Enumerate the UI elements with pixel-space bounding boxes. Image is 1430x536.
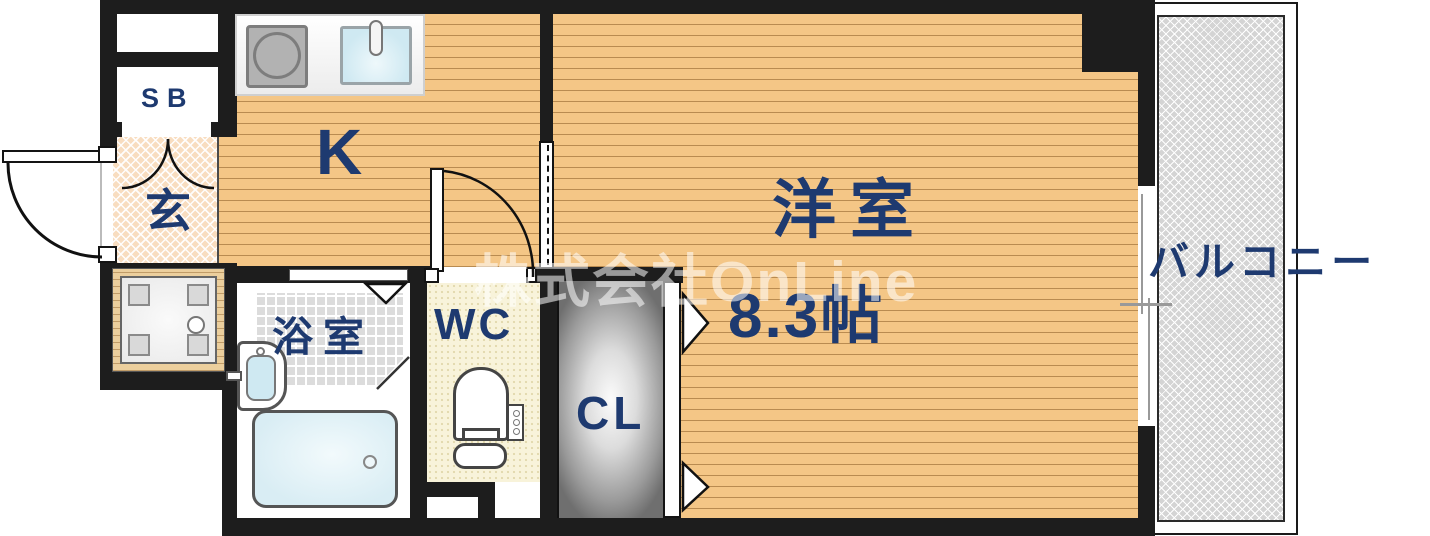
- wc-door-post-left: [424, 268, 439, 283]
- wc-label: WC: [434, 300, 514, 349]
- entrance-step-line: [217, 137, 219, 267]
- entrance-door-swing-arc: [6, 162, 103, 259]
- drain-icon: [187, 316, 205, 334]
- closet-fold-marker-bottom: [681, 460, 710, 513]
- panel-dot: [513, 428, 520, 435]
- pan-foot: [187, 334, 209, 356]
- wall-sb-right: [218, 0, 237, 137]
- wall-kitchen-room-divider: [540, 13, 553, 143]
- entrance-opening-line: [100, 163, 102, 246]
- entrance-door-post-top: [98, 146, 117, 163]
- closet-interior: [557, 281, 663, 518]
- western-room-label: 洋室: [772, 174, 928, 246]
- faucet-icon: [369, 20, 383, 56]
- watermark: 株式会社OnLine: [474, 250, 919, 314]
- wall-below-wc: [425, 482, 495, 497]
- bathroom-corner-line: [376, 356, 410, 390]
- sb-door-post-right: [211, 122, 221, 137]
- toilet-tank-icon: [453, 443, 507, 469]
- sb-door-post-left: [113, 122, 122, 137]
- balcony-label: バルコニー: [1148, 239, 1378, 285]
- shoebox-door-arc-left: [121, 138, 170, 190]
- closet-folding-door: [663, 281, 681, 518]
- wall-wc-right: [540, 283, 557, 520]
- sliding-partition-track: [546, 145, 549, 265]
- bathroom-tile-area: [255, 293, 403, 387]
- entrance-door-post-bottom: [98, 246, 117, 263]
- bathroom-door-marker: [362, 282, 409, 305]
- window-pane-line: [1148, 298, 1150, 420]
- shoebox-door-arc-right: [166, 138, 215, 190]
- wc-door-swing-arc: [443, 169, 535, 278]
- wall-bath-left: [222, 283, 237, 518]
- shoebox-label: SB: [141, 83, 195, 113]
- western-room-size-label: 8.3帖: [728, 282, 885, 351]
- wc-door-post-right: [526, 267, 537, 283]
- bathtub-drain-icon: [363, 455, 377, 469]
- stove-burner-icon: [253, 32, 301, 79]
- vanity-handle: [226, 371, 242, 381]
- washer-pan: [120, 276, 217, 364]
- kitchen-label: K: [316, 116, 363, 188]
- wall-right-upper: [1138, 14, 1155, 188]
- bathroom-sliding-door: [289, 269, 408, 281]
- bathroom-label: 浴室: [272, 314, 374, 360]
- wall-bath-wc: [410, 283, 427, 518]
- balcony-deck: [1157, 15, 1285, 522]
- vanity-faucet-icon: [256, 347, 265, 356]
- entrance-label: 玄: [145, 185, 191, 237]
- wall-bottom: [222, 518, 1155, 536]
- pan-foot: [128, 284, 150, 306]
- bathtub-icon: [252, 410, 398, 508]
- vanity-sink-icon: [237, 341, 287, 411]
- stove-icon: [246, 25, 308, 88]
- sliding-partition: [539, 141, 554, 269]
- panel-dot: [513, 419, 520, 426]
- panel-dot: [513, 410, 520, 417]
- washer-pan-frame: [112, 268, 225, 372]
- wall-top: [100, 0, 1155, 14]
- window-center-tick: [1120, 303, 1172, 306]
- toilet-bowl-icon: [453, 367, 509, 441]
- window-pane-line: [1141, 194, 1143, 314]
- closet-label: CL: [576, 387, 646, 439]
- pan-foot: [187, 284, 209, 306]
- wall-left-upper: [100, 0, 117, 151]
- wall-closet-top: [537, 267, 683, 283]
- toilet-control-panel-icon: [507, 404, 524, 441]
- wall-sb-shelf: [113, 52, 220, 67]
- vanity-basin: [246, 355, 276, 401]
- wall-below-wc-stub: [478, 482, 495, 520]
- toilet-seat-line: [462, 428, 500, 438]
- pan-foot: [128, 334, 150, 356]
- wall-right-lower: [1138, 424, 1155, 536]
- closet-fold-marker-top: [681, 290, 710, 356]
